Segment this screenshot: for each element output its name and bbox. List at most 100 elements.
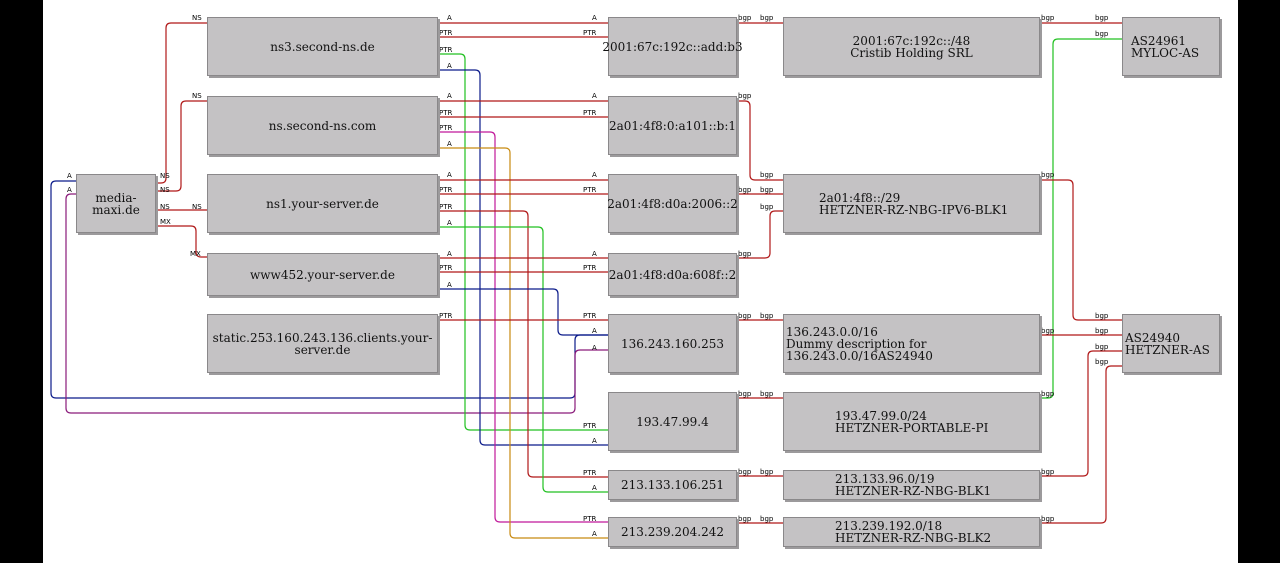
- edge-label-bgp: bgp: [738, 14, 752, 22]
- edge-label-ptr: PTR: [439, 46, 452, 54]
- node-label: ns1.your-server.de: [266, 196, 379, 211]
- edge-label-a: A: [447, 92, 452, 100]
- edge-label-ptr: PTR: [583, 422, 596, 430]
- edge-label-ptr: PTR: [583, 515, 596, 523]
- edge-a-ns1-213-133: [438, 226, 608, 493]
- edge-label-a: A: [447, 219, 452, 227]
- edge-label-a: A: [592, 344, 597, 352]
- edge-bgp-608f: [737, 210, 783, 259]
- edge-label-ns: NS: [160, 186, 170, 194]
- edge-label-ptr: PTR: [439, 29, 452, 37]
- as-name: MYLOC-AS: [1131, 45, 1200, 60]
- edge-label-bgp: bgp: [760, 312, 774, 320]
- edge-mx-www452: [156, 225, 207, 258]
- edge-label-a: A: [447, 281, 452, 289]
- edge-label-ptr: PTR: [583, 186, 596, 194]
- node-label: 2001:67c:192c::add:b3: [602, 39, 743, 54]
- node-ip6-2006[interactable]: 2a01:4f8:d0a:2006::2: [607, 174, 738, 233]
- edge-label-bgp: bgp: [760, 14, 774, 22]
- net-prefix: 193.47.99.0/24: [835, 408, 927, 423]
- edge-label-a: A: [447, 171, 452, 179]
- edge-label-bgp: bgp: [1041, 14, 1055, 22]
- net-name: Dummy description for 136.243.0.0/16AS24…: [786, 336, 933, 363]
- node-ip-213-133[interactable]: 213.133.106.251: [608, 470, 737, 500]
- edge-label-a: A: [447, 14, 452, 22]
- node-media-maxi[interactable]: media-maxi.de: [76, 174, 156, 233]
- node-ns1[interactable]: ns1.your-server.de: [207, 174, 438, 233]
- edge-label-bgp: bgp: [1041, 468, 1055, 476]
- edge-label-a: A: [592, 327, 597, 335]
- node-label: www452.your-server.de: [250, 267, 395, 282]
- edge-label-ptr: PTR: [583, 312, 596, 320]
- node-ip-193[interactable]: 193.47.99.4: [608, 392, 737, 451]
- node-ns[interactable]: ns.second-ns.com: [207, 96, 438, 155]
- node-www452[interactable]: www452.your-server.de: [207, 253, 438, 296]
- edge-ptr-ns-213-239: [438, 131, 608, 523]
- node-ip-136[interactable]: 136.243.160.253: [608, 314, 737, 373]
- node-label: 2a01:4f8:d0a:608f::2: [608, 267, 737, 282]
- edge-label-bgp: bgp: [760, 515, 774, 523]
- edge-bgp-net213239-as: [1040, 365, 1122, 524]
- node-label: ns3.second-ns.de: [270, 39, 375, 54]
- edge-ns-ns: [156, 100, 207, 192]
- edge-a-media-136: [50, 180, 608, 399]
- node-label: 213.133.106.251: [620, 478, 725, 492]
- edge-label-bgp: bgp: [1095, 14, 1109, 22]
- as-number: AS24940: [1125, 330, 1181, 345]
- edge-ptr-ns1-213-133: [438, 210, 608, 478]
- edge-label-ptr: PTR: [439, 124, 452, 132]
- edge-label-bgp: bgp: [738, 250, 752, 258]
- node-label: 136.243.160.253: [620, 336, 725, 351]
- node-ip-213-239[interactable]: 213.239.204.242: [608, 517, 737, 547]
- edge-label-ns: NS: [160, 203, 170, 211]
- as-name: HETZNER-AS: [1125, 342, 1210, 357]
- edge-label-bgp: bgp: [738, 515, 752, 523]
- edge-label-bgp: bgp: [1041, 515, 1055, 523]
- edge-label-bgp: bgp: [760, 203, 774, 211]
- node-ip6-608f[interactable]: 2a01:4f8:d0a:608f::2: [608, 253, 737, 296]
- node-ip6-add-b3[interactable]: 2001:67c:192c::add:b3: [602, 17, 743, 76]
- edge-label-bgp: bgp: [1095, 327, 1109, 335]
- edge-label-bgp: bgp: [760, 468, 774, 476]
- edge-label-bgp: bgp: [1095, 343, 1109, 351]
- net-prefix: 2a01:4f8::/29: [819, 190, 901, 205]
- edge-label-bgp: bgp: [1041, 390, 1055, 398]
- edge-bgp-net213133-as: [1040, 350, 1122, 477]
- edge-label-ptr: PTR: [439, 264, 452, 272]
- node-ns3[interactable]: ns3.second-ns.de: [207, 17, 438, 76]
- node-static253[interactable]: static.253.160.243.136.clients.your-serv…: [207, 314, 438, 373]
- edge-label-ns: NS: [192, 14, 202, 22]
- edge-label-bgp: bgp: [760, 390, 774, 398]
- edge-label-bgp: bgp: [738, 312, 752, 320]
- edge-label-bgp: bgp: [738, 92, 752, 100]
- edge-label-ptr: PTR: [583, 109, 596, 117]
- edge-label-bgp: bgp: [1095, 30, 1109, 38]
- edge-a-media-136b: [65, 193, 608, 414]
- edge-label-ns: NS: [192, 203, 202, 211]
- edge-label-bgp: bgp: [1095, 312, 1109, 320]
- edge-label-a: A: [592, 14, 597, 22]
- edge-label-bgp: bgp: [738, 468, 752, 476]
- node-label: 2a01:4f8:d0a:2006::2: [607, 196, 738, 211]
- net-name: Cristib Holding SRL: [850, 45, 973, 60]
- node-ip6-a101[interactable]: 2a01:4f8:0:a101::b:1: [608, 96, 737, 155]
- edge-label-a: A: [592, 171, 597, 179]
- net-prefix: 2001:67c:192c::/48: [852, 33, 971, 48]
- edge-label-bgp: bgp: [1041, 171, 1055, 179]
- edge-bgp-net2a01-as: [1040, 179, 1122, 321]
- node-label: media-maxi.de: [92, 190, 140, 217]
- net-name: HETZNER-RZ-NBG-IPV6-BLK1: [819, 202, 1009, 217]
- edge-label-bgp: bgp: [1041, 327, 1055, 335]
- edge-label-ptr: PTR: [583, 469, 596, 477]
- edge-label-ns: NS: [192, 92, 202, 100]
